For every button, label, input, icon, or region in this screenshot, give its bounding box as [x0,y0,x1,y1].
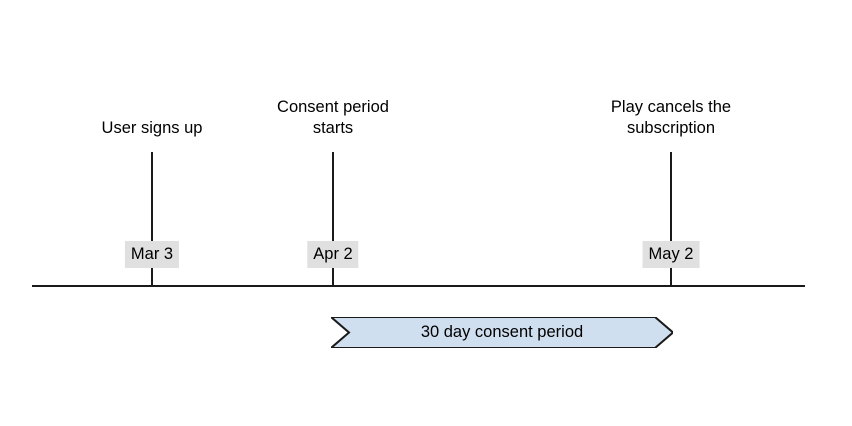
caption-line: starts [312,119,354,137]
event-caption-consent-start: Consent period starts [277,97,389,139]
chevron-banner-shape [331,317,673,348]
event-date-chip-consent-start: Apr 2 [307,241,359,268]
caption-line: Consent period [277,98,389,116]
event-caption-signup: User signs up [102,118,203,139]
event-tick-line [332,152,334,285]
consent-period-banner-label: 30 day consent period [420,323,584,341]
event-caption-play-cancels: Play cancels the subscription [611,97,731,139]
event-date-chip-play-cancels: May 2 [642,241,700,268]
event-tick-line [151,152,153,285]
event-date-chip-signup: Mar 3 [124,241,180,268]
event-tick-line [670,152,672,285]
timeline-axis [32,285,805,287]
caption-line: Play cancels the [610,98,732,116]
chevron-banner-polygon [331,317,673,348]
caption-line: subscription [626,119,716,137]
caption-line: User signs up [101,119,203,137]
consent-period-banner: 30 day consent period [331,317,673,348]
